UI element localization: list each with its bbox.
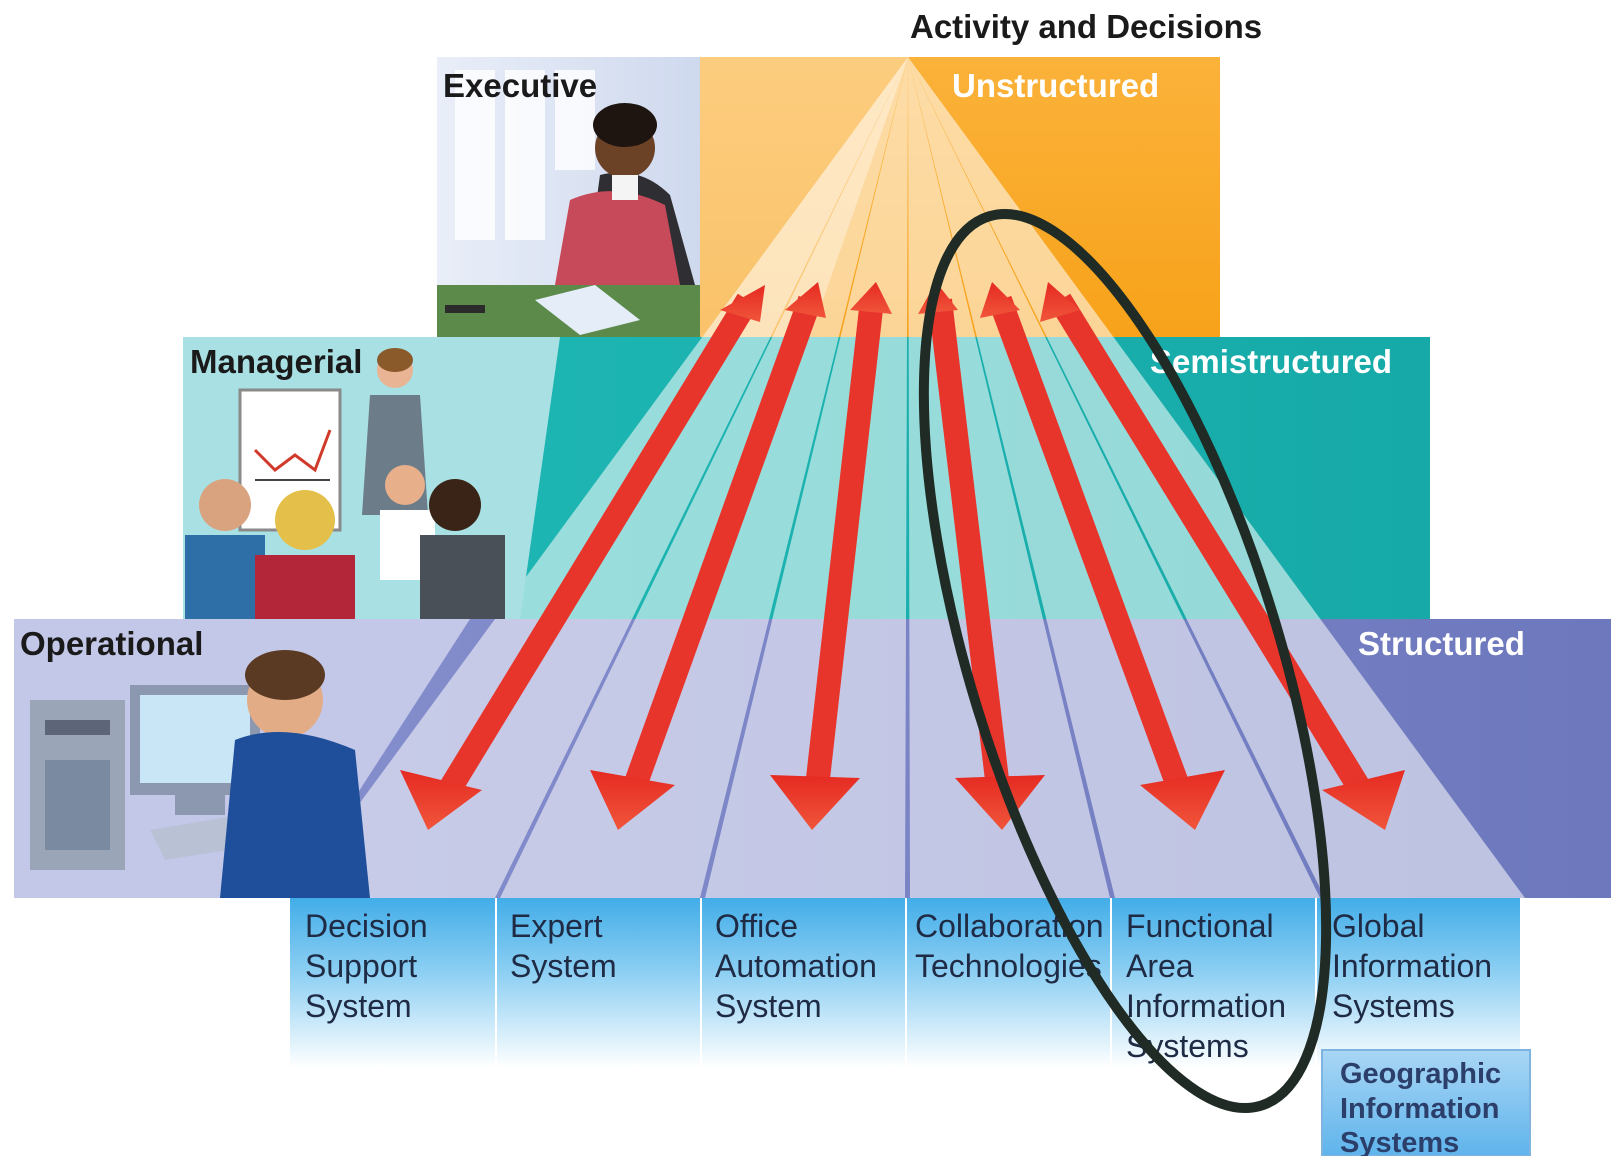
- system-box-office-automation: [702, 898, 905, 1068]
- arrow-office-automation: [770, 282, 892, 830]
- system-label-line: Decision: [305, 908, 428, 944]
- system-label-line: Automation: [715, 948, 877, 984]
- operational-illustration: [14, 619, 470, 898]
- geo-label-line: Systems: [1340, 1127, 1459, 1156]
- system-label-line: Information: [1126, 988, 1286, 1024]
- system-label-line: System: [305, 988, 412, 1024]
- arrow-expert-system: [590, 282, 826, 830]
- arrow-decision-support: [400, 285, 765, 830]
- executive-illustration: [437, 57, 700, 337]
- system-label-line: Expert: [510, 908, 603, 944]
- system-box-expert: [497, 898, 700, 1068]
- system-box-decision-support: [290, 898, 495, 1068]
- system-label-line: Technologies: [915, 948, 1102, 984]
- system-box-collaboration: [907, 898, 1110, 1068]
- managerial-illustration: [183, 337, 560, 619]
- geo-label-line: Information: [1340, 1093, 1500, 1125]
- system-label-line: System: [715, 988, 822, 1024]
- semistructured-label: Semistructured: [1150, 343, 1392, 380]
- system-label-line: System: [510, 948, 617, 984]
- geo-label-line: Geographic: [1340, 1058, 1501, 1090]
- geographic-info-box: [1321, 1049, 1531, 1156]
- arrow-functional-area: [980, 282, 1225, 830]
- diagram-title: Activity and Decisions: [910, 8, 1262, 45]
- operational-label: Operational: [20, 625, 203, 662]
- highlight-ellipse: [918, 209, 1332, 1113]
- arrows: [400, 282, 1405, 830]
- unstructured-label: Unstructured: [952, 67, 1159, 104]
- light-rays: [290, 57, 1525, 898]
- system-label-line: Systems: [1332, 988, 1455, 1024]
- system-label-line: Functional: [1126, 908, 1274, 944]
- arrow-global-information: [1040, 282, 1405, 830]
- system-label-expert: Expert System: [510, 908, 617, 984]
- managerial-label: Managerial: [190, 343, 362, 380]
- system-label-line: Global: [1332, 908, 1425, 944]
- geographic-info-label: Geographic Information Systems: [1340, 1058, 1501, 1156]
- system-label-line: Support: [305, 948, 417, 984]
- structured-label: Structured: [1358, 625, 1525, 662]
- system-label-line: Information: [1332, 948, 1492, 984]
- executive-label: Executive: [443, 67, 597, 104]
- system-box-global-information: [1317, 898, 1520, 1068]
- system-boxes: [290, 898, 1520, 1068]
- system-label-decision-support: Decision Support System: [305, 908, 428, 1024]
- system-label-global-information: Global Information Systems: [1332, 908, 1492, 1024]
- system-label-office-automation: Office Automation System: [715, 908, 877, 1024]
- system-label-line: Office: [715, 908, 798, 944]
- system-label-line: Area: [1126, 948, 1194, 984]
